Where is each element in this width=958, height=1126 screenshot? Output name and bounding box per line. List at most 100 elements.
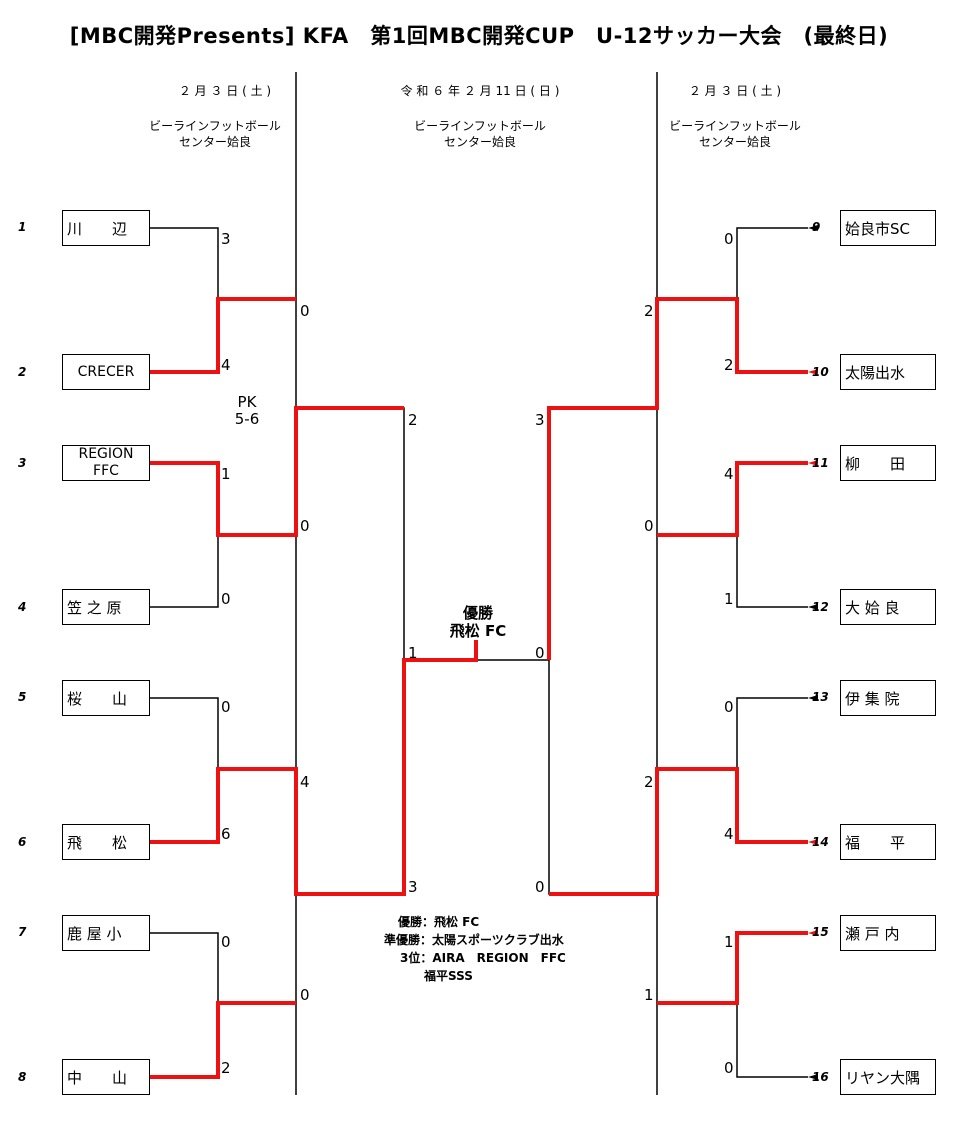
team-name: 桜 山 (67, 689, 128, 708)
arrow-icon-9 (808, 225, 818, 231)
team-box: 太陽出水 (840, 354, 936, 390)
team-box: 柳 田 (840, 445, 936, 481)
seed-number: 13 (812, 690, 829, 704)
score: 4 (724, 825, 734, 843)
seed-number: 11 (812, 456, 829, 470)
team-box: 鹿 屋 小 (62, 915, 150, 951)
team-box: CRECER (62, 354, 150, 390)
score: 0 (724, 1059, 734, 1077)
score: 1 (724, 590, 734, 608)
venue-right: ビーラインフットボール センター姶良 (650, 118, 820, 150)
arrow-icon-15 (808, 930, 818, 936)
team-name: 太陽出水 (845, 363, 906, 382)
arrow-icon-16 (808, 1074, 818, 1080)
pk-label: PK (237, 393, 257, 411)
team-box: 福 平 (840, 824, 936, 860)
team-box: リヤン大隅 (840, 1059, 936, 1095)
team-name: 柳 田 (845, 454, 906, 473)
seed-number: 15 (812, 925, 829, 939)
score: 6 (221, 825, 231, 843)
champion-team: 飛松 FC (449, 622, 507, 640)
team-name: 川 辺 (67, 219, 128, 238)
score: 2 (724, 356, 734, 374)
seed-number: 6 (18, 835, 27, 849)
date-right: ２ 月 ３ 日 ( 土 ) (688, 84, 782, 98)
team-name: 大 姶 良 (845, 598, 900, 617)
team-name: 中 山 (67, 1068, 128, 1087)
venue-right-line1: ビーラインフットボール (669, 119, 801, 133)
winner-lines (150, 297, 808, 1079)
team-name: 福 平 (845, 833, 906, 852)
team-name: 伊 集 院 (845, 689, 900, 708)
score: 0 (724, 698, 734, 716)
team-box: 川 辺 (62, 210, 150, 246)
team-name: 鹿 屋 小 (67, 924, 122, 943)
team-box: 中 山 (62, 1059, 150, 1095)
venue-left-line2: センター姶良 (178, 135, 251, 149)
team-box: 瀬 戸 内 (840, 915, 936, 951)
date-left: ２ 月 ３ 日 ( 土 ) (178, 84, 272, 98)
score: 0 (300, 986, 310, 1004)
score: 2 (644, 302, 654, 320)
arrow-heads (808, 225, 818, 1080)
result-winner: 優勝：飛松 FC (398, 915, 480, 929)
score: 4 (221, 356, 231, 374)
score: 3 (535, 411, 545, 429)
team-box: 飛 松 (62, 824, 150, 860)
arrow-icon-13 (808, 695, 818, 701)
venue-left: ビーラインフットボール センター姶良 (130, 118, 300, 150)
seed-number: 9 (812, 220, 821, 234)
venue-center-line2: センター姶良 (443, 135, 516, 149)
seed-number: 16 (812, 1070, 829, 1084)
seed-number: 2 (18, 365, 27, 379)
score: 0 (535, 878, 545, 896)
results-list: 優勝：飛松 FC 準優勝：太陽スポーツクラブ出水 3位：AIRA REGION … (384, 913, 566, 985)
result-runner-up: 準優勝：太陽スポーツクラブ出水 (384, 933, 564, 947)
seed-number: 12 (812, 600, 829, 614)
venue-right-line2: センター姶良 (698, 135, 771, 149)
page-title: [MBC開発Presents] KFA 第1回MBC開発CUP U-12サッカー… (69, 24, 889, 48)
seed-number: 10 (812, 365, 829, 379)
score: 0 (535, 644, 545, 662)
venue-center: ビーラインフットボール センター姶良 (390, 118, 570, 150)
arrow-icon-11 (808, 460, 818, 466)
score: 4 (724, 465, 734, 483)
seed-number: 5 (18, 690, 27, 704)
arrow-icon-10 (808, 369, 818, 375)
score: 0 (644, 517, 654, 535)
team-name: リヤン大隅 (845, 1068, 921, 1087)
result-third-2: 福平SSS (424, 969, 473, 983)
score: 2 (221, 1059, 231, 1077)
pk-score: 5-6 (234, 410, 260, 428)
arrow-icon-14 (808, 839, 818, 845)
team-name: 姶良市SC (845, 219, 910, 238)
result-third: 3位：AIRA REGION FFC (400, 951, 566, 965)
score: 3 (221, 230, 231, 248)
score: 0 (300, 517, 310, 535)
score: 0 (221, 590, 231, 608)
score: 1 (724, 933, 734, 951)
team-name: 瀬 戸 内 (845, 924, 900, 943)
team-box: REGION FFC (62, 445, 150, 481)
venue-center-line1: ビーラインフットボール (414, 119, 546, 133)
team-box: 桜 山 (62, 680, 150, 716)
team-box: 伊 集 院 (840, 680, 936, 716)
score: 1 (221, 465, 231, 483)
seed-number: 8 (18, 1070, 27, 1084)
arrow-icon-12 (808, 604, 818, 610)
seed-number: 14 (812, 835, 829, 849)
date-center: 令 和 ６ 年 ２ 月 11 日 ( 日 ) (400, 84, 560, 98)
team-box: 姶良市SC (840, 210, 936, 246)
team-name: CRECER (77, 363, 135, 380)
seed-number: 1 (18, 220, 27, 234)
score: 4 (300, 773, 310, 791)
team-name: 飛 松 (67, 833, 128, 852)
score: 0 (221, 933, 231, 951)
champion-label: 優勝 飛松 FC (428, 604, 528, 640)
seed-number: 7 (18, 925, 27, 939)
team-box: 笠 之 原 (62, 589, 150, 625)
team-name: REGION FFC (78, 446, 134, 479)
team-box: 大 姶 良 (840, 589, 936, 625)
champion-title: 優勝 (462, 604, 493, 622)
